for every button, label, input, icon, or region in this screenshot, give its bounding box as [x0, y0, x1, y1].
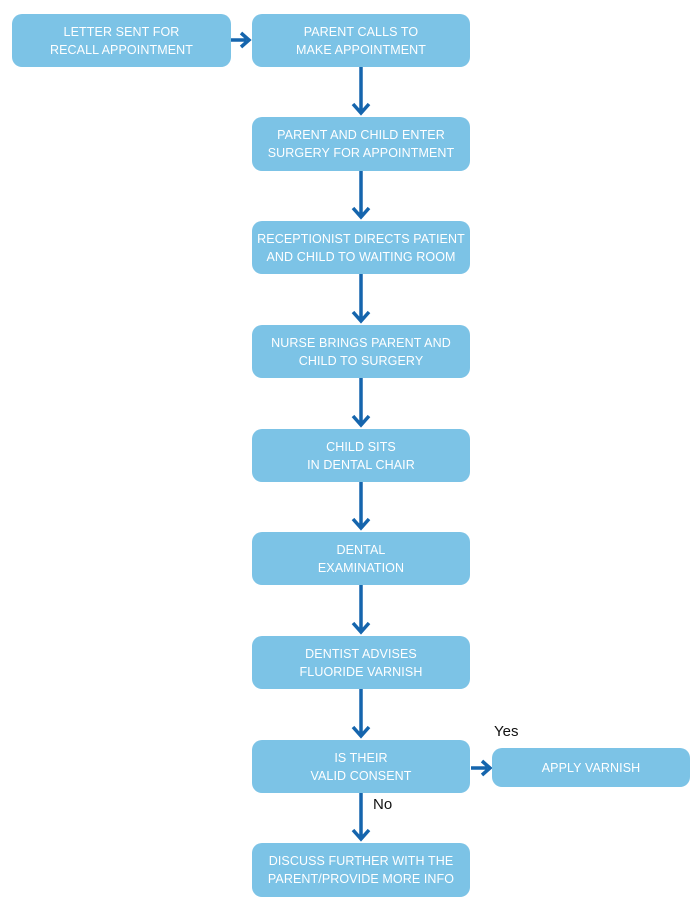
- node-receptionist-directs: RECEPTIONIST DIRECTS PATIENT AND CHILD TO…: [252, 221, 470, 274]
- node-text: SURGERY FOR APPOINTMENT: [267, 146, 455, 160]
- node-text: DENTAL: [336, 542, 386, 557]
- node-text: CHILD TO SURGERY: [298, 353, 424, 368]
- arrow-consent-to-apply: [471, 759, 493, 777]
- node-text: FLUORIDE VARNISH: [299, 664, 423, 679]
- node-text: LETTER SENT FOR: [63, 24, 180, 39]
- node-text: CHILD SITS: [326, 439, 396, 454]
- node-child-sits: CHILD SITS IN DENTAL CHAIR: [252, 429, 470, 482]
- edge-label-no: No: [373, 796, 393, 813]
- edge-label-yes: Yes: [494, 723, 519, 740]
- arrow-enter-to-reception: [351, 171, 371, 220]
- node-letter-sent: LETTER SENT FOR RECALL APPOINTMENT: [12, 14, 231, 67]
- node-valid-consent: IS THEIR VALID CONSENT: [252, 740, 470, 793]
- node-text: RECALL APPOINTMENT: [49, 42, 194, 57]
- arrow-advise-to-consent: [351, 689, 371, 739]
- arrow-letter-to-call: [231, 31, 252, 49]
- node-text: PARENT AND CHILD ENTER: [277, 128, 445, 142]
- arrow-call-to-enter: [351, 67, 371, 116]
- node-parent-child-enter: PARENT AND CHILD ENTER SURGERY FOR APPOIN…: [252, 117, 470, 171]
- arrow-reception-to-nurse: [351, 274, 371, 324]
- node-text: VALID CONSENT: [310, 768, 412, 783]
- arrow-consent-to-discuss: [351, 793, 371, 842]
- node-text: IN DENTAL CHAIR: [307, 457, 415, 472]
- node-text: PARENT/PROVIDE MORE INFO: [267, 872, 455, 886]
- node-text: APPLY VARNISH: [541, 760, 641, 775]
- arrow-chair-to-exam: [351, 482, 371, 531]
- node-dentist-advises: DENTIST ADVISES FLUORIDE VARNISH: [252, 636, 470, 689]
- node-text: EXAMINATION: [317, 560, 405, 575]
- node-text: RECEPTIONIST DIRECTS PATIENT: [257, 231, 465, 246]
- node-text: PARENT CALLS TO: [303, 24, 419, 39]
- arrow-exam-to-advise: [351, 585, 371, 635]
- node-text: IS THEIR: [334, 750, 388, 765]
- node-text: NURSE BRINGS PARENT AND: [271, 335, 451, 350]
- node-discuss-further: DISCUSS FURTHER WITH THE PARENT/PROVIDE M…: [252, 843, 470, 897]
- node-text: MAKE APPOINTMENT: [295, 42, 427, 57]
- node-parent-calls: PARENT CALLS TO MAKE APPOINTMENT: [252, 14, 470, 67]
- arrow-nurse-to-chair: [351, 378, 371, 428]
- node-text: DISCUSS FURTHER WITH THE: [268, 854, 454, 868]
- node-text: AND CHILD TO WAITING ROOM: [266, 249, 456, 264]
- node-text: DENTIST ADVISES: [305, 646, 417, 661]
- node-dental-examination: DENTAL EXAMINATION: [252, 532, 470, 585]
- node-apply-varnish: APPLY VARNISH: [492, 748, 690, 787]
- node-nurse-brings: NURSE BRINGS PARENT AND CHILD TO SURGERY: [252, 325, 470, 378]
